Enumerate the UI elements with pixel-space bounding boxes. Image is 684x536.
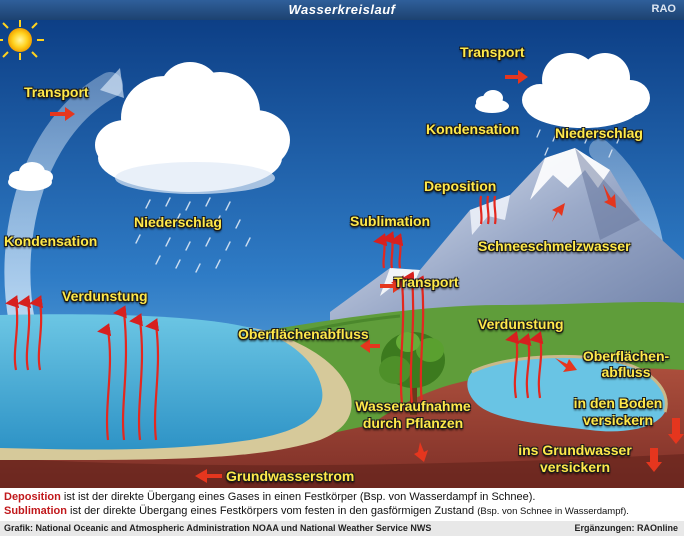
label-niederschlag-left: Niederschlag bbox=[134, 214, 222, 230]
credit-additions: Ergänzungen: RAOnline bbox=[574, 523, 679, 533]
lake bbox=[467, 356, 667, 432]
label-verdunstung-left: Verdunstung bbox=[62, 288, 148, 304]
sublimation-arrows bbox=[373, 231, 404, 269]
label-ins-grundwasser-line1: ins Grundwasser bbox=[518, 442, 632, 458]
cloud-large-right bbox=[522, 53, 650, 128]
label-in-den-boden-line2: versickern bbox=[582, 412, 654, 428]
caption-deposition: Deposition ist ist der direkte Übergang … bbox=[4, 491, 536, 503]
title-bar: Wasserkreislauf RAO bbox=[0, 0, 684, 20]
cloud-small-top bbox=[475, 90, 509, 113]
label-in-den-boden-line1: in den Boden bbox=[573, 395, 663, 411]
evaporation-arrows-ocean bbox=[97, 305, 160, 441]
scene-illustration bbox=[0, 20, 684, 488]
sun bbox=[0, 20, 44, 60]
label-wasseraufnahme-line1: Wasseraufnahme bbox=[355, 398, 471, 414]
label-schneeschmelzwasser: Schneeschmelzwasser bbox=[478, 238, 631, 254]
caption-sublimation: Sublimation ist der direkte Übergang ein… bbox=[4, 505, 629, 517]
transpiration-arrows bbox=[391, 271, 425, 406]
caption-sublimation-term: Sublimation bbox=[4, 505, 67, 517]
label-transport-left: Transport bbox=[24, 84, 89, 100]
credits-bar: Grafik: National Oceanic and Atmospheric… bbox=[0, 521, 684, 536]
label-wasseraufnahme: Wasseraufnahme durch Pflanzen bbox=[338, 398, 488, 432]
rain-left bbox=[135, 197, 251, 273]
cloud-small-left bbox=[8, 162, 53, 191]
rain-right bbox=[536, 129, 621, 160]
label-sublimation: Sublimation bbox=[350, 213, 431, 229]
page-title: Wasserkreislauf bbox=[288, 2, 396, 17]
ocean bbox=[0, 314, 323, 450]
label-oberflaechen-abfluss-line1: Oberflächen- bbox=[582, 348, 670, 364]
label-oberflaechenabfluss: Oberflächenabfluss bbox=[238, 326, 369, 342]
evaporation-arrows-lake bbox=[505, 331, 544, 399]
flow-arrows bbox=[50, 70, 684, 483]
rao-logo: RAO bbox=[651, 3, 676, 15]
label-ins-grundwasser: ins Grundwasser versickern bbox=[506, 442, 644, 476]
label-grundwasserstrom: Grundwasserstrom bbox=[226, 468, 355, 484]
caption-sublimation-example: (Bsp. von Schnee in Wasserdampf). bbox=[477, 506, 629, 517]
label-niederschlag-top: Niederschlag bbox=[555, 125, 643, 141]
label-wasseraufnahme-line2: durch Pflanzen bbox=[362, 415, 464, 431]
caption-deposition-term: Deposition bbox=[4, 491, 61, 503]
water-cycle-diagram: Transport Transport Transport Kondensati… bbox=[0, 20, 684, 488]
caption-sublimation-text: ist der direkte Übergang eines Festkörpe… bbox=[66, 505, 478, 517]
label-transport-top: Transport bbox=[460, 44, 525, 60]
label-in-den-boden: in den Boden versickern bbox=[560, 395, 676, 429]
label-oberflaechen-abfluss-line2: abfluss bbox=[601, 364, 651, 380]
land-vegetation bbox=[255, 302, 684, 440]
caption-deposition-text: ist ist der direkte Übergang eines Gases… bbox=[60, 491, 536, 503]
caption: Deposition ist ist der direkte Übergang … bbox=[0, 488, 684, 536]
label-deposition: Deposition bbox=[424, 178, 497, 194]
evaporation-arrows-left bbox=[5, 295, 44, 371]
label-ins-grundwasser-line2: versickern bbox=[539, 459, 611, 475]
label-oberflaechen-abfluss: Oberflächen- abfluss bbox=[572, 348, 680, 380]
credit-source: Grafik: National Oceanic and Atmospheric… bbox=[4, 523, 432, 533]
label-verdunstung-right: Verdunstung bbox=[478, 316, 564, 332]
deposition-arrows bbox=[479, 195, 497, 225]
label-kondensation-top: Kondensation bbox=[426, 121, 520, 137]
label-kondensation-left: Kondensation bbox=[4, 233, 98, 249]
label-transport-mid: Transport bbox=[394, 274, 459, 290]
